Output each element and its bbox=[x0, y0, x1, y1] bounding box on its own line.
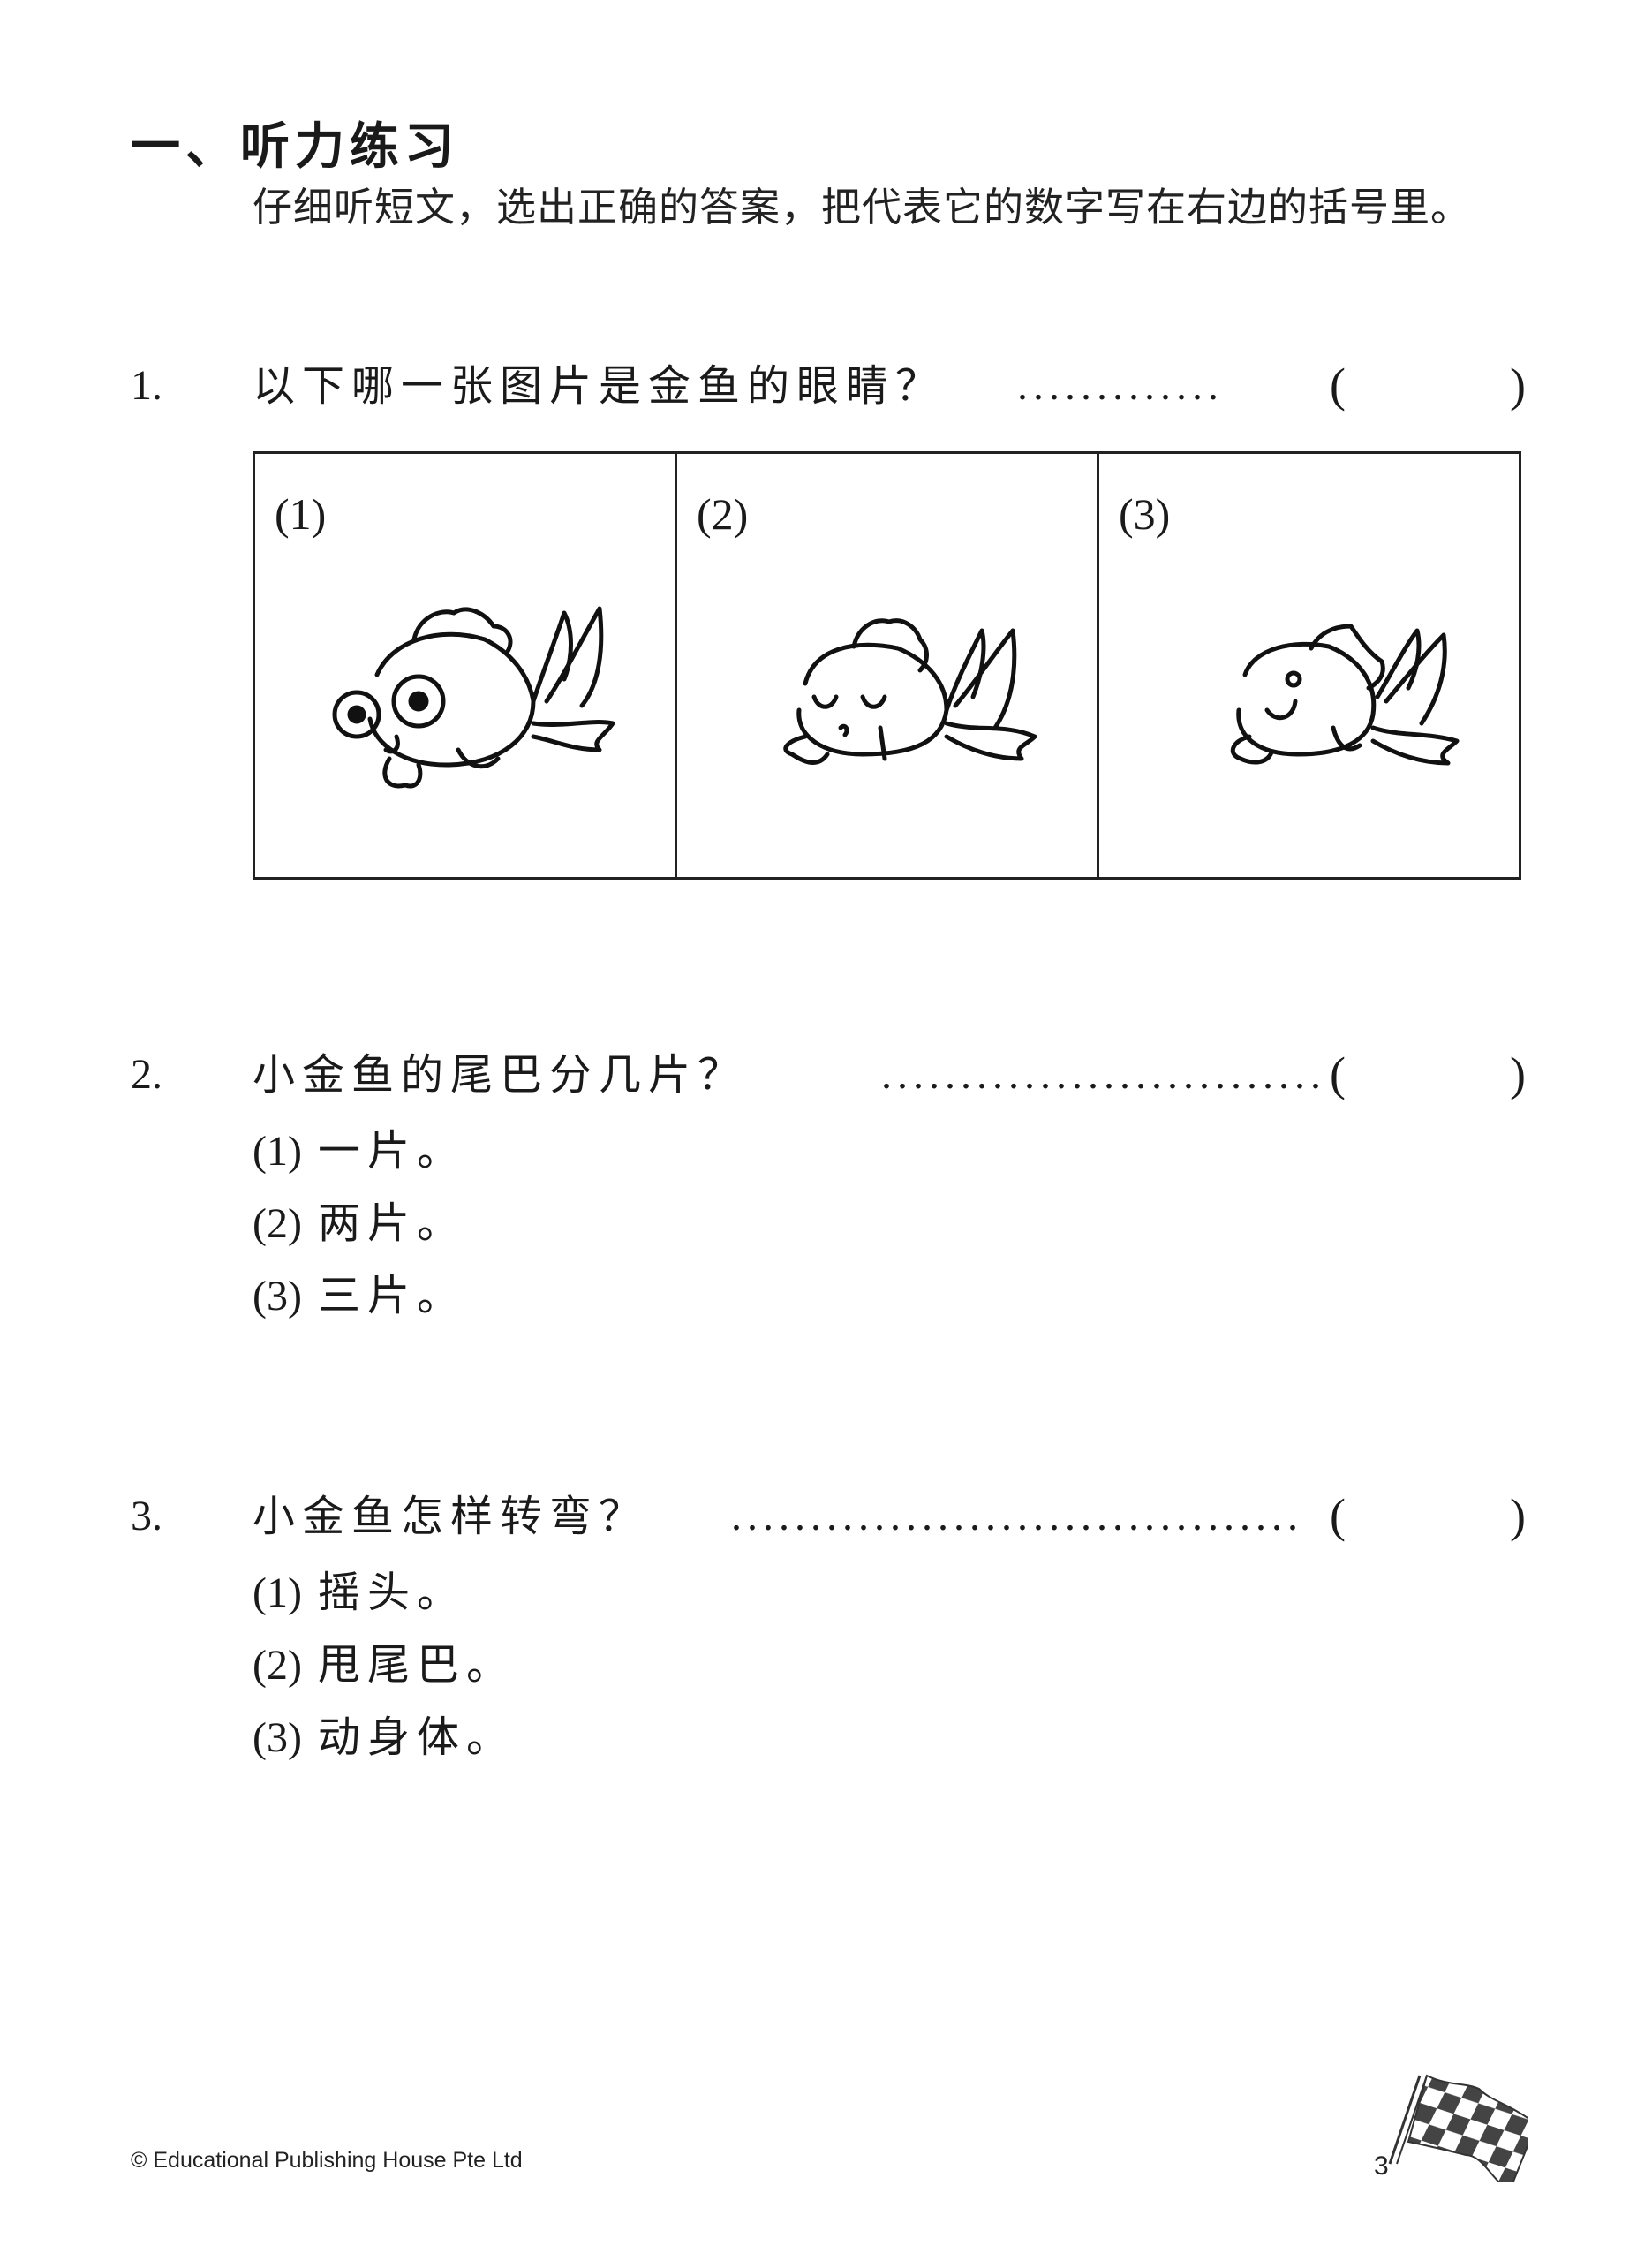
option-3: (3)三片。 bbox=[253, 1271, 466, 1320]
answer-field[interactable] bbox=[1356, 1487, 1499, 1544]
bracket-close: ) bbox=[1510, 1489, 1526, 1542]
question-3: 3. 小金鱼怎样转弯？ ............................… bbox=[131, 1486, 1526, 1547]
option-1: (1)一片。 bbox=[253, 1126, 466, 1176]
picture-option-2: (2) bbox=[677, 454, 1099, 877]
page-number: 3 bbox=[1374, 2151, 1389, 2181]
checkered-flag-icon bbox=[1388, 2074, 1528, 2182]
question-2: 2. 小金鱼的尾巴分几片？ ..........................… bbox=[131, 1044, 1526, 1106]
picture-label: (3) bbox=[1119, 489, 1171, 539]
dot-leader: .................................... bbox=[731, 1493, 1303, 1539]
question-number: 2. bbox=[131, 1051, 162, 1098]
bracket-open: ( bbox=[1330, 1047, 1346, 1100]
bracket-close: ) bbox=[1510, 359, 1526, 412]
answer-field[interactable] bbox=[1356, 1046, 1499, 1102]
bracket-close: ) bbox=[1510, 1047, 1526, 1100]
picture-option-3: (3) bbox=[1099, 454, 1519, 877]
question-3-options: (1)摇头。 (2)甩尾巴。 (3)动身体。 bbox=[253, 1556, 516, 1773]
section-title-text: 听力练习 bbox=[240, 118, 459, 176]
picture-label: (2) bbox=[697, 489, 749, 539]
question-number: 1. bbox=[131, 362, 162, 409]
goldfish-small-eye-icon bbox=[1230, 624, 1460, 766]
option-3: (3)动身体。 bbox=[253, 1713, 516, 1762]
picture-option-1: (1) bbox=[255, 454, 677, 877]
goldfish-closed-eyes-icon bbox=[783, 618, 1037, 765]
dot-leader: ............................ bbox=[881, 1051, 1326, 1098]
option-2: (2)甩尾巴。 bbox=[253, 1640, 516, 1690]
copyright-notice: © Educational Publishing House Pte Ltd bbox=[131, 2148, 523, 2173]
section-title: 一、听力练习 bbox=[131, 117, 459, 178]
picture-label: (1) bbox=[275, 489, 327, 539]
question-text: 以下哪一张图片是金鱼的眼睛？ bbox=[253, 361, 946, 411]
goldfish-big-eyes-icon bbox=[332, 606, 615, 789]
bracket-open: ( bbox=[1330, 1489, 1346, 1542]
question-text: 小金鱼怎样转弯？ bbox=[253, 1492, 649, 1541]
question-text: 小金鱼的尾巴分几片？ bbox=[253, 1050, 748, 1100]
answer-field[interactable] bbox=[1356, 357, 1499, 413]
picture-choice-table: (1) (2) (3) bbox=[253, 451, 1521, 880]
option-2: (2)两片。 bbox=[253, 1199, 466, 1248]
answer-bracket: ( ) bbox=[1330, 1482, 1526, 1549]
question-1: 1. 以下哪一张图片是金鱼的眼睛？ ............. ( ) bbox=[131, 355, 1526, 417]
answer-bracket: ( ) bbox=[1330, 352, 1526, 419]
question-number: 3. bbox=[131, 1493, 162, 1539]
dot-leader: ............. bbox=[1017, 362, 1224, 409]
section-instruction: 仔细听短文，选出正确的答案，把代表它的数字写在右边的括号里。 bbox=[253, 184, 1472, 231]
question-2-options: (1)一片。 (2)两片。 (3)三片。 bbox=[253, 1115, 466, 1332]
option-1: (1)摇头。 bbox=[253, 1568, 466, 1617]
section-number: 一、 bbox=[131, 118, 240, 176]
answer-bracket: ( ) bbox=[1330, 1040, 1526, 1108]
bracket-open: ( bbox=[1330, 359, 1346, 412]
